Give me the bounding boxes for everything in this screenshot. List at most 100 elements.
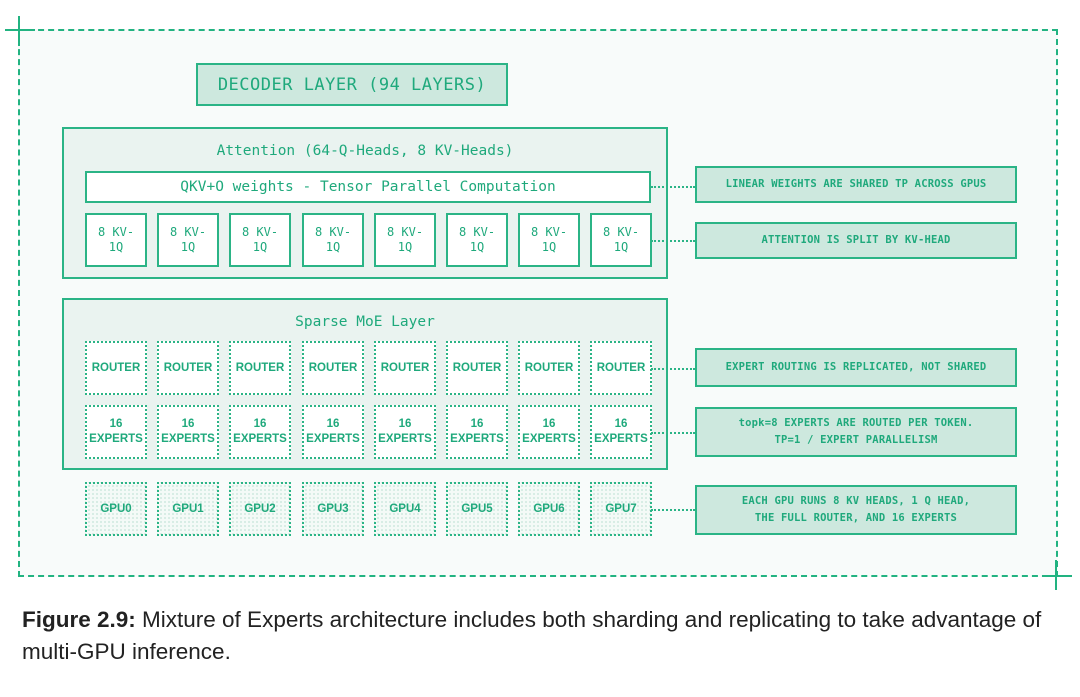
kv-head-box-line2: 1Q bbox=[469, 240, 485, 254]
decoder-layer-title: DECODER LAYER (94 LAYERS) bbox=[196, 63, 508, 106]
kv-head-box-line2: 1Q bbox=[541, 240, 557, 254]
gpu-box-label: GPU1 bbox=[172, 502, 204, 515]
router-box: ROUTER bbox=[374, 341, 436, 395]
note-linear-weights: LINEAR WEIGHTS ARE SHARED TP ACROSS GPUS bbox=[695, 166, 1017, 203]
note-topk-experts: topk=8 EXPERTS ARE ROUTED PER TOKEN. TP=… bbox=[695, 407, 1017, 457]
experts-box-line1: 16 bbox=[326, 418, 340, 430]
experts-box-line2: EXPERTS bbox=[89, 433, 143, 445]
router-box-label: ROUTER bbox=[524, 361, 574, 374]
note-expert-routing: EXPERT ROUTING IS REPLICATED, NOT SHARED bbox=[695, 348, 1017, 387]
gpu-box-label: GPU6 bbox=[533, 502, 565, 515]
note-gpu-summary: EACH GPU RUNS 8 KV HEADS, 1 Q HEAD, THE … bbox=[695, 485, 1017, 535]
kv-head-box-line1: 8 KV- bbox=[458, 225, 496, 239]
qkv-weights-box: QKV+O weights - Tensor Parallel Computat… bbox=[85, 171, 651, 203]
kv-head-box: 8 KV-1Q bbox=[157, 213, 219, 267]
connector-expert-routing bbox=[651, 368, 695, 370]
router-box: ROUTER bbox=[85, 341, 147, 395]
kv-head-box: 8 KV-1Q bbox=[229, 213, 291, 267]
corner-mark-bottom-right-v bbox=[1055, 560, 1057, 590]
experts-box-line2: EXPERTS bbox=[522, 433, 576, 445]
kv-head-box-line2: 1Q bbox=[252, 240, 268, 254]
gpu-box-label: GPU0 bbox=[100, 502, 132, 515]
router-box-label: ROUTER bbox=[91, 361, 141, 374]
kv-head-box-line1: 8 KV- bbox=[386, 225, 424, 239]
gpu-box: GPU6 bbox=[518, 482, 580, 536]
kv-head-box-line1: 8 KV- bbox=[169, 225, 207, 239]
kv-head-box-line1: 8 KV- bbox=[314, 225, 352, 239]
note-line: LINEAR WEIGHTS ARE SHARED TP ACROSS GPUS bbox=[725, 178, 987, 190]
experts-box-line2: EXPERTS bbox=[233, 433, 287, 445]
kv-head-box-line2: 1Q bbox=[397, 240, 413, 254]
note-line: ATTENTION IS SPLIT BY KV-HEAD bbox=[761, 234, 951, 246]
router-box: ROUTER bbox=[302, 341, 364, 395]
gpu-box: GPU1 bbox=[157, 482, 219, 536]
router-box-label: ROUTER bbox=[596, 361, 646, 374]
connector-topk bbox=[651, 432, 695, 434]
router-box-label: ROUTER bbox=[308, 361, 358, 374]
experts-box-line2: EXPERTS bbox=[306, 433, 360, 445]
router-box: ROUTER bbox=[518, 341, 580, 395]
kv-head-box: 8 KV-1Q bbox=[85, 213, 147, 267]
gpu-box-label: GPU4 bbox=[389, 502, 421, 515]
experts-box-line1: 16 bbox=[109, 418, 123, 430]
corner-mark-top-left-h bbox=[5, 29, 35, 31]
kv-head-box-line1: 8 KV- bbox=[241, 225, 279, 239]
moe-title: Sparse MoE Layer bbox=[295, 314, 435, 330]
kv-head-box: 8 KV-1Q bbox=[446, 213, 508, 267]
caption-label: Figure 2.9: bbox=[22, 607, 136, 632]
gpu-box-label: GPU3 bbox=[317, 502, 349, 515]
figure-caption: Figure 2.9: Mixture of Experts architect… bbox=[22, 604, 1062, 668]
router-box-label: ROUTER bbox=[235, 361, 285, 374]
note-line: TP=1 / EXPERT PARALLELISM bbox=[774, 434, 938, 446]
experts-box-line2: EXPERTS bbox=[594, 433, 648, 445]
kv-head-box-line2: 1Q bbox=[613, 240, 629, 254]
kv-head-box: 8 KV-1Q bbox=[590, 213, 652, 267]
kv-head-box-line2: 1Q bbox=[108, 240, 124, 254]
experts-box-line1: 16 bbox=[614, 418, 628, 430]
kv-head-box-line1: 8 KV- bbox=[97, 225, 135, 239]
gpu-box: GPU5 bbox=[446, 482, 508, 536]
gpu-box-label: GPU7 bbox=[605, 502, 637, 515]
experts-box-line1: 16 bbox=[181, 418, 195, 430]
router-box-label: ROUTER bbox=[163, 361, 213, 374]
router-box: ROUTER bbox=[446, 341, 508, 395]
attention-title: Attention (64-Q-Heads, 8 KV-Heads) bbox=[216, 143, 514, 159]
router-box: ROUTER bbox=[157, 341, 219, 395]
connector-linear-weights bbox=[651, 186, 695, 188]
connector-attention-split bbox=[651, 240, 695, 242]
experts-box-line1: 16 bbox=[253, 418, 267, 430]
experts-box-line1: 16 bbox=[542, 418, 556, 430]
experts-box-line1: 16 bbox=[470, 418, 484, 430]
router-box: ROUTER bbox=[590, 341, 652, 395]
connector-gpu-summary bbox=[651, 509, 695, 511]
kv-head-box-line1: 8 KV- bbox=[602, 225, 640, 239]
experts-box-line2: EXPERTS bbox=[161, 433, 215, 445]
gpu-box: GPU7 bbox=[590, 482, 652, 536]
gpu-box-label: GPU2 bbox=[244, 502, 276, 515]
caption-text: Mixture of Experts architecture includes… bbox=[22, 607, 1042, 664]
kv-head-box: 8 KV-1Q bbox=[518, 213, 580, 267]
gpu-box: GPU3 bbox=[302, 482, 364, 536]
note-line: topk=8 EXPERTS ARE ROUTED PER TOKEN. bbox=[738, 417, 974, 429]
router-box-label: ROUTER bbox=[452, 361, 502, 374]
experts-box-line2: EXPERTS bbox=[378, 433, 432, 445]
note-line: EXPERT ROUTING IS REPLICATED, NOT SHARED bbox=[725, 361, 987, 373]
router-box: ROUTER bbox=[229, 341, 291, 395]
note-attention-split: ATTENTION IS SPLIT BY KV-HEAD bbox=[695, 222, 1017, 259]
note-line: EACH GPU RUNS 8 KV HEADS, 1 Q HEAD, bbox=[741, 495, 971, 507]
gpu-box-label: GPU5 bbox=[461, 502, 493, 515]
kv-head-box: 8 KV-1Q bbox=[374, 213, 436, 267]
gpu-box: GPU0 bbox=[85, 482, 147, 536]
corner-mark-bottom-right-h bbox=[1042, 575, 1072, 577]
kv-head-box-line2: 1Q bbox=[325, 240, 341, 254]
kv-head-box-line1: 8 KV- bbox=[530, 225, 568, 239]
experts-box-line1: 16 bbox=[398, 418, 412, 430]
router-box-label: ROUTER bbox=[380, 361, 430, 374]
gpu-box: GPU4 bbox=[374, 482, 436, 536]
